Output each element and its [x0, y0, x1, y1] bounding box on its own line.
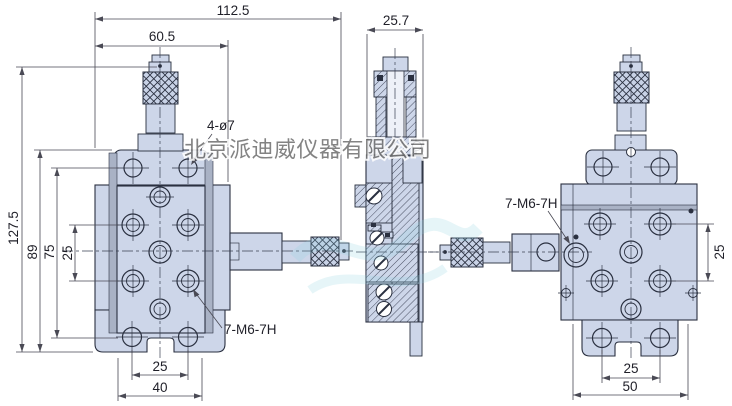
- dim-side-width: 25.7: [383, 13, 409, 28]
- hmic-mount-block: [229, 232, 283, 271]
- label-back-thread-holes: 7-M6-7H: [505, 196, 558, 211]
- side-screws: [365, 187, 393, 317]
- back-mic-knurled-thimble: [613, 71, 650, 104]
- leader-front-thread-holes: 7-M6-7H: [193, 289, 277, 337]
- dimensions: 112.5 60.5 25.7 127.5 89 75 25 25 40 25: [6, 3, 727, 401]
- back-horizontal-micrometer: [439, 233, 560, 272]
- side-mic-seal-right: [408, 75, 414, 81]
- side-mic-cap: [382, 56, 409, 72]
- dim-back-hole-pitch-b: 25: [623, 361, 638, 376]
- back-gray-band: [560, 204, 698, 211]
- side-section-view: [354, 48, 438, 357]
- side-lock-screw: [412, 141, 422, 151]
- back-hmic-knurled-thimble: [450, 237, 484, 268]
- side-mic-barrel-right: [405, 96, 417, 140]
- front-holes: [116, 152, 204, 353]
- dim-front-body-width: 60.5: [149, 29, 175, 44]
- front-horizontal-micrometer: [229, 232, 350, 271]
- dim-back-base-span: 50: [622, 379, 637, 394]
- front-right-rail: [204, 152, 214, 334]
- back-hmic-barrel: [482, 241, 511, 264]
- dim-front-body-height: 89: [25, 244, 40, 259]
- hmic-knurled-thimble: [310, 236, 340, 267]
- label-front-corner-holes: 4-ø7: [207, 118, 235, 133]
- back-holes: [558, 151, 701, 354]
- dim-front-total-height: 127.5: [6, 211, 21, 245]
- leader-front-corner-holes: 4-ø7: [191, 118, 235, 165]
- side-left-lug: [354, 184, 367, 208]
- side-mic-spindle: [386, 70, 405, 148]
- dim-front-base-span: 40: [152, 380, 167, 395]
- label-front-thread-holes: 7-M6-7H: [224, 322, 277, 337]
- side-micrometer-section: [373, 56, 417, 148]
- company-watermark: 北京派迪威仪器有限公司: [184, 137, 432, 162]
- front-moving-plate: [116, 185, 206, 334]
- dim-front-hole-span: 75: [42, 244, 57, 259]
- back-view: [428, 47, 701, 360]
- back-mic-ref-dot: [629, 64, 633, 68]
- side-flange: [409, 321, 423, 357]
- micrometer-ref-dot: [158, 64, 162, 68]
- dim-back-hole-pitch-r: 25: [712, 244, 727, 259]
- micrometer-knurled-thimble: [142, 71, 179, 105]
- back-hmic-mount-block: [511, 233, 560, 272]
- micrometer-barrel: [145, 103, 176, 134]
- hmic-keyway: [229, 242, 240, 261]
- faint-logo-watermark: [290, 217, 483, 294]
- side-upper-block: [402, 155, 423, 184]
- front-left-rail: [108, 152, 118, 334]
- leader-back-thread-holes: 7-M6-7H: [505, 196, 570, 244]
- back-mic-barrel: [616, 102, 647, 132]
- front-mic-boss: [137, 133, 184, 152]
- dim-front-total-width: 112.5: [217, 3, 250, 18]
- side-mic-barrel-left: [375, 96, 387, 140]
- dim-front-hole-pitch-b: 25: [152, 359, 167, 374]
- side-base-block: [367, 283, 419, 323]
- dim-front-hole-pitch-v: 25: [60, 245, 75, 260]
- side-mic-seal-left: [377, 75, 383, 81]
- front-view: [62, 47, 355, 358]
